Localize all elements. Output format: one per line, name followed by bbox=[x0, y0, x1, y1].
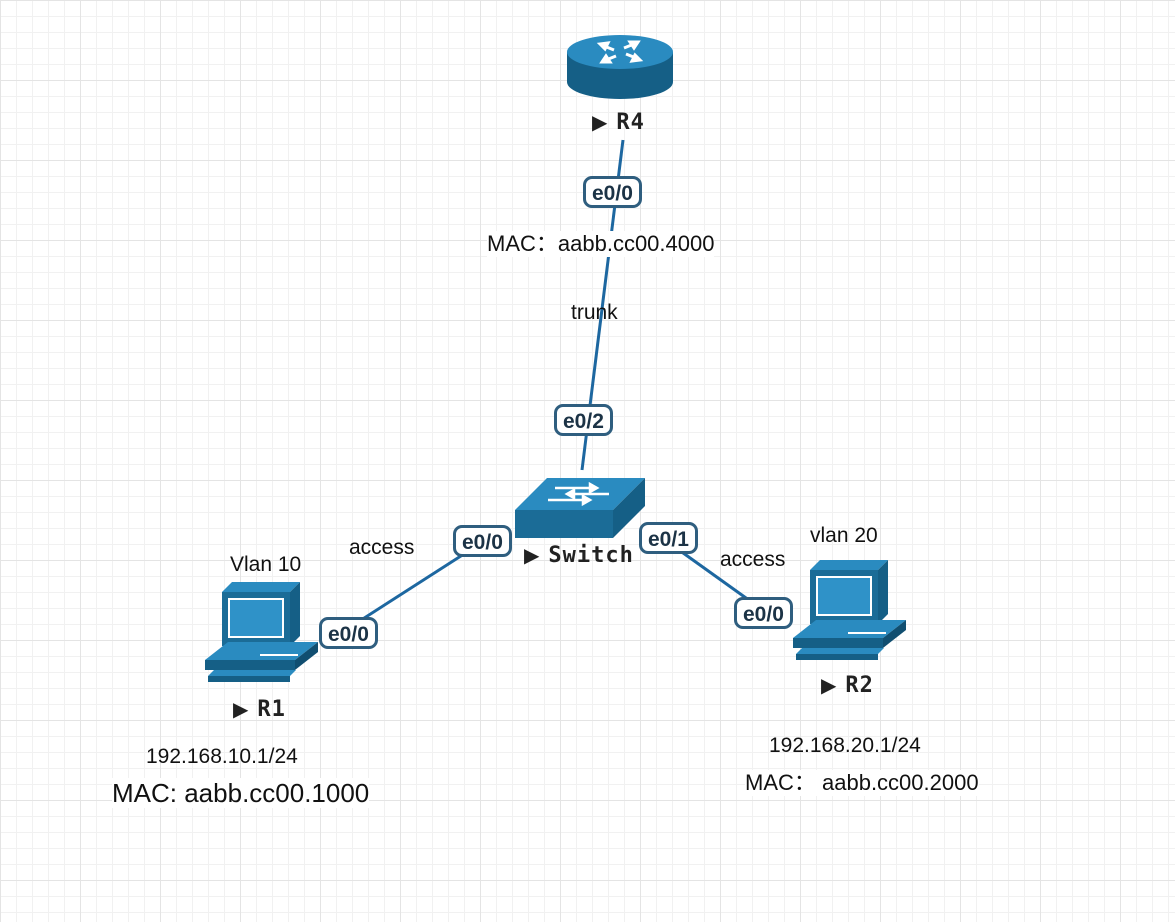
play-icon: ▶ bbox=[821, 673, 838, 697]
port-badge-switch-e0-2[interactable]: e0/2 bbox=[554, 404, 613, 436]
mac-label-r4: MAC：aabb.cc00.4000 bbox=[487, 231, 715, 257]
pc-icon[interactable] bbox=[205, 582, 318, 682]
router-icon[interactable] bbox=[567, 35, 673, 99]
ip-label-r1: 192.168.10.1/24 bbox=[146, 745, 298, 768]
port-badge-r1-e0-0[interactable]: e0/0 bbox=[319, 617, 378, 649]
link-label-access-r1: access bbox=[349, 536, 415, 559]
device-label-r4[interactable]: ▶ R4 bbox=[592, 112, 645, 134]
mac-label-r1: MAC: aabb.cc00.1000 bbox=[112, 778, 370, 808]
device-name: Switch bbox=[548, 543, 634, 568]
device-name: R1 bbox=[257, 697, 286, 722]
vlan-label-r2: vlan 20 bbox=[810, 524, 878, 547]
device-label-switch[interactable]: ▶ Switch bbox=[524, 545, 634, 567]
device-label-r1[interactable]: ▶ R1 bbox=[233, 699, 286, 721]
mac-label-r2: MAC： aabb.cc00.2000 bbox=[745, 770, 979, 796]
device-name: R2 bbox=[845, 673, 874, 698]
link-label-access-r2: access bbox=[720, 548, 786, 571]
play-icon: ▶ bbox=[592, 110, 609, 134]
pc-icon[interactable] bbox=[793, 560, 906, 660]
play-icon: ▶ bbox=[233, 697, 250, 721]
link-label-trunk: trunk bbox=[571, 301, 618, 324]
device-label-r2[interactable]: ▶ R2 bbox=[821, 675, 874, 697]
port-badge-switch-e0-1[interactable]: e0/1 bbox=[639, 522, 698, 554]
ip-label-r2: 192.168.20.1/24 bbox=[769, 734, 921, 757]
play-icon: ▶ bbox=[524, 543, 541, 567]
vlan-label-r1: Vlan 10 bbox=[230, 553, 302, 576]
device-name: R4 bbox=[616, 110, 645, 135]
port-badge-r4-e0-0[interactable]: e0/0 bbox=[583, 176, 642, 208]
port-badge-r2-e0-0[interactable]: e0/0 bbox=[734, 597, 793, 629]
port-badge-switch-e0-0[interactable]: e0/0 bbox=[453, 525, 512, 557]
switch-icon[interactable] bbox=[515, 478, 645, 538]
